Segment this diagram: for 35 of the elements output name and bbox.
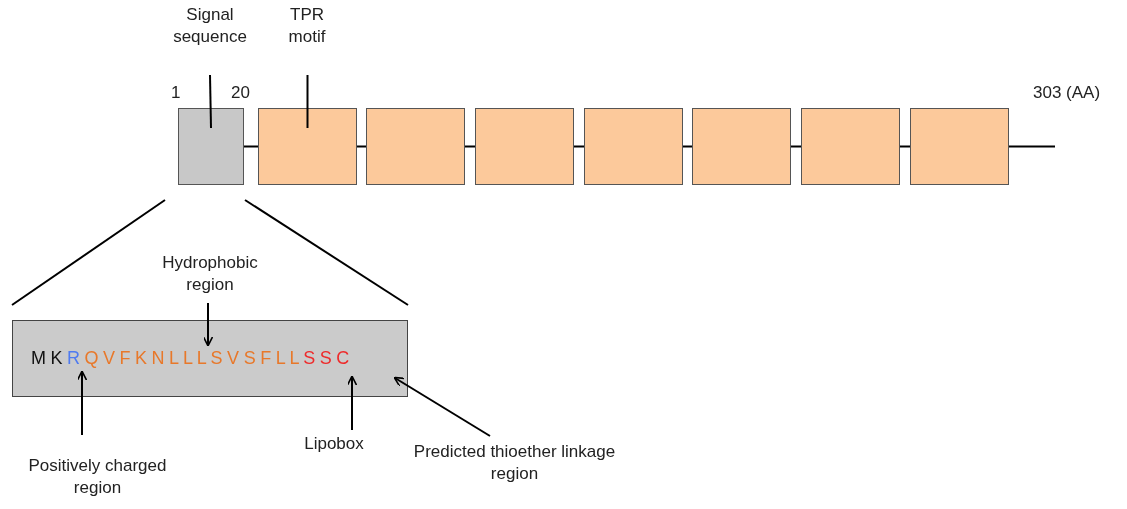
arrow [393,376,491,437]
arrow [76,370,88,436]
backbone-line [790,145,802,148]
tpr-motif-box [910,108,1009,185]
callout-text: Signal sequence [172,4,248,48]
tpr-motif-box [584,108,683,185]
arrow [202,302,214,347]
callout-text: Predicted thioether linkage region [412,441,617,485]
callout-text: Positively charged region [27,455,168,499]
amino-acid-sequence: M K R Q V F K N L L L S V S F L L S S C [31,348,350,369]
callout-text: TPR motif [287,4,327,48]
callout-text: Hydrophobic region [161,252,259,296]
tpr-motif-box [692,108,791,185]
zoom-line [244,199,409,306]
backbone-line [682,145,693,148]
backbone-line [243,145,259,148]
callout-text: Lipobox [304,433,364,455]
leader-line [209,74,212,129]
backbone-line [464,145,476,148]
tpr-motif-box [801,108,900,185]
arrow [346,375,358,431]
position-number: 1 [171,82,181,104]
backbone-line [1008,145,1056,148]
sequence-box [12,320,408,397]
tpr-motif-box [366,108,465,185]
position-number: 20 [231,82,250,104]
backbone-line [899,145,911,148]
tpr-motif-box [258,108,357,185]
backbone-line [573,145,585,148]
zoom-line [11,199,166,306]
signal-sequence-box [178,108,244,185]
backbone-line [356,145,367,148]
length-label: 303 (AA) [1033,82,1101,104]
tpr-motif-box [475,108,574,185]
leader-line [306,74,309,129]
